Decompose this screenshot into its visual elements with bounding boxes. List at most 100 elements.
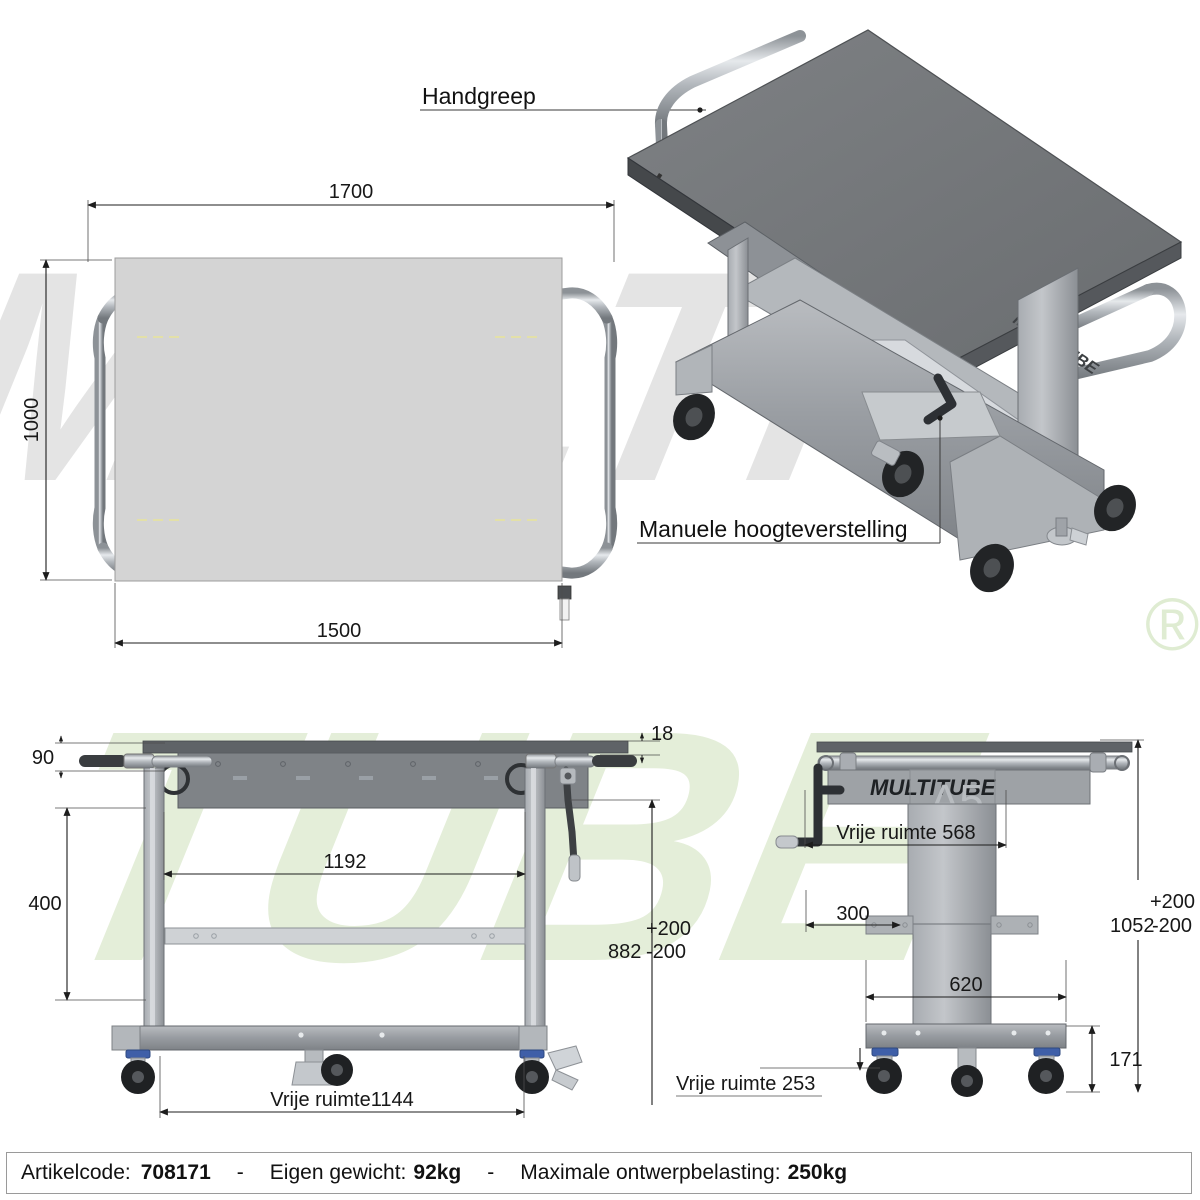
- front-lower-rail-screws: [193, 933, 495, 939]
- callout-handgreep-label: Handgreep: [422, 83, 536, 109]
- dim-882-tolerance-minus: -200: [646, 941, 686, 963]
- iso-caster-1: [673, 393, 715, 441]
- front-base-cap-right: [518, 1025, 548, 1051]
- iso-caster-2: [871, 440, 924, 498]
- watermark-tube: TUBE: [20, 661, 1009, 1030]
- callout-handgreep: Handgreep: [420, 83, 706, 113]
- front-handle-grip-left: [79, 755, 127, 767]
- iso-handle-front: [1042, 282, 1187, 386]
- iso-levelling-foot: [1046, 517, 1089, 546]
- dim-400-label: 400: [28, 893, 61, 915]
- dim-1500-label: 1500: [317, 620, 362, 642]
- side-handle-clamp-1: [839, 752, 857, 773]
- plan-handle-right: [539, 287, 618, 579]
- iso-caster-3: [1094, 484, 1136, 532]
- dim-vrije-ruimte-568-label: Vrije ruimte 568: [836, 822, 975, 844]
- view-top-right-isometric: MULTITUBE: [626, 29, 1187, 593]
- dim-882: +200 882 -200: [570, 799, 691, 1105]
- front-base-screws: [298, 1032, 385, 1038]
- side-tube-end-right: [1114, 755, 1130, 771]
- dim-882-tolerance-plus: +200: [646, 918, 691, 940]
- dim-1052: +200 1052 -200: [1100, 739, 1195, 1093]
- iso-crank-arm: [923, 373, 957, 425]
- dim-vrije-ruimte-568: Vrije ruimte 568: [804, 790, 1007, 849]
- dim-vrije-ruimte-1144: Vrije ruimte1144: [159, 1056, 525, 1118]
- footer-load-value: 250kg: [787, 1161, 848, 1184]
- dim-vrije-ruimte-253-label: Vrije ruimte 253: [676, 1073, 815, 1095]
- iso-base-foot-left: [675, 344, 713, 396]
- plan-crank-stub: [557, 585, 572, 621]
- iso-caster-4: [970, 543, 1014, 593]
- view-top-left-plan: 1700 1000 1500: [21, 181, 618, 648]
- side-base-plate: [865, 1023, 1067, 1049]
- dim-1052-tolerance-plus: +200: [1150, 891, 1195, 913]
- side-handle-clamp-2: [1089, 752, 1107, 773]
- front-handle-tube-right: [554, 755, 596, 768]
- front-caster-left: [121, 1049, 155, 1094]
- front-handle-bar: [79, 753, 637, 769]
- callout-manuele-hoogteverstelling: Manuele hoogteverstelling: [637, 415, 943, 544]
- front-handle-collar-right: [525, 753, 557, 769]
- front-base-beam: [111, 1025, 548, 1051]
- dim-90-label: 90: [32, 747, 54, 769]
- front-leg-left-highlight: [150, 768, 155, 1033]
- side-brand-label: MULTITUBE: [870, 775, 997, 800]
- front-base-cap-left: [111, 1025, 141, 1051]
- plan-tabletop: [114, 257, 563, 582]
- front-handle-collar-left: [123, 753, 155, 769]
- view-bottom-left-front: 90 18 400 1192 +200 88: [28, 723, 691, 1118]
- front-frame-details: [233, 776, 498, 780]
- side-handle-tube: [817, 755, 1129, 770]
- footer-weight-value: 92kg: [413, 1161, 462, 1184]
- watermark-registered-icon: ®: [1145, 583, 1200, 666]
- side-column-lower: [912, 923, 992, 1025]
- footer-weight-label: Eigen gewicht:: [269, 1161, 407, 1184]
- front-handle-tube-left: [151, 755, 213, 768]
- dim-1700-label: 1700: [329, 181, 374, 203]
- side-caster-right: [1028, 1047, 1064, 1094]
- side-tabletop: [816, 741, 1133, 753]
- dim-300: 300: [805, 890, 901, 932]
- front-caster-mid: [291, 1049, 353, 1086]
- dim-620-label: 620: [949, 974, 982, 996]
- dim-300-label: 300: [836, 903, 869, 925]
- dim-1192: 1192: [163, 812, 526, 880]
- dim-620: 620: [865, 960, 1067, 1022]
- dim-1500: 1500: [114, 583, 563, 648]
- dim-18-label: 18: [651, 723, 673, 745]
- side-bracket-right: [990, 915, 1039, 935]
- side-caster-mid: [951, 1047, 983, 1097]
- front-tabletop: [142, 740, 629, 754]
- front-handle-grip-right: [592, 755, 637, 767]
- dim-1052-tolerance-minus: -200: [1152, 915, 1192, 937]
- dim-171: 171: [1066, 1025, 1143, 1093]
- front-frame-box: [177, 752, 589, 809]
- footer-separator-2: -: [487, 1161, 495, 1184]
- footer-articlecode-value: 708171: [140, 1161, 211, 1184]
- dim-1700: 1700: [87, 181, 615, 262]
- front-leg-right-highlight: [531, 768, 536, 1033]
- front-crank-handle: [559, 766, 581, 882]
- front-frame-screws: [215, 761, 546, 767]
- iso-screw-a: [656, 172, 663, 179]
- dim-vrije-ruimte-1144-label: Vrije ruimte1144: [270, 1089, 413, 1111]
- side-crank-grip: [775, 835, 799, 849]
- front-caster-right: [515, 1045, 583, 1094]
- dim-171-label: 171: [1109, 1049, 1142, 1071]
- dim-882-value: 882: [608, 941, 641, 963]
- callout-manuele-label: Manuele hoogteverstelling: [639, 516, 908, 542]
- footer-separator-1: -: [236, 1161, 244, 1184]
- front-lower-rail: [164, 927, 526, 945]
- side-tube-end-left: [818, 755, 834, 771]
- side-base-screws: [881, 1030, 1051, 1036]
- side-head-block: [827, 769, 1091, 805]
- dim-vrije-ruimte-253: Vrije ruimte 253: [676, 1048, 880, 1097]
- footer-articlecode-label: Artikelcode:: [21, 1161, 131, 1184]
- dim-18: 18: [600, 723, 673, 764]
- dim-1052-value: 1052: [1110, 915, 1155, 937]
- view-bottom-right-side: MULTITUBE A5: [676, 739, 1195, 1097]
- side-column-upper: [907, 803, 997, 925]
- dim-1000: 1000: [21, 259, 112, 581]
